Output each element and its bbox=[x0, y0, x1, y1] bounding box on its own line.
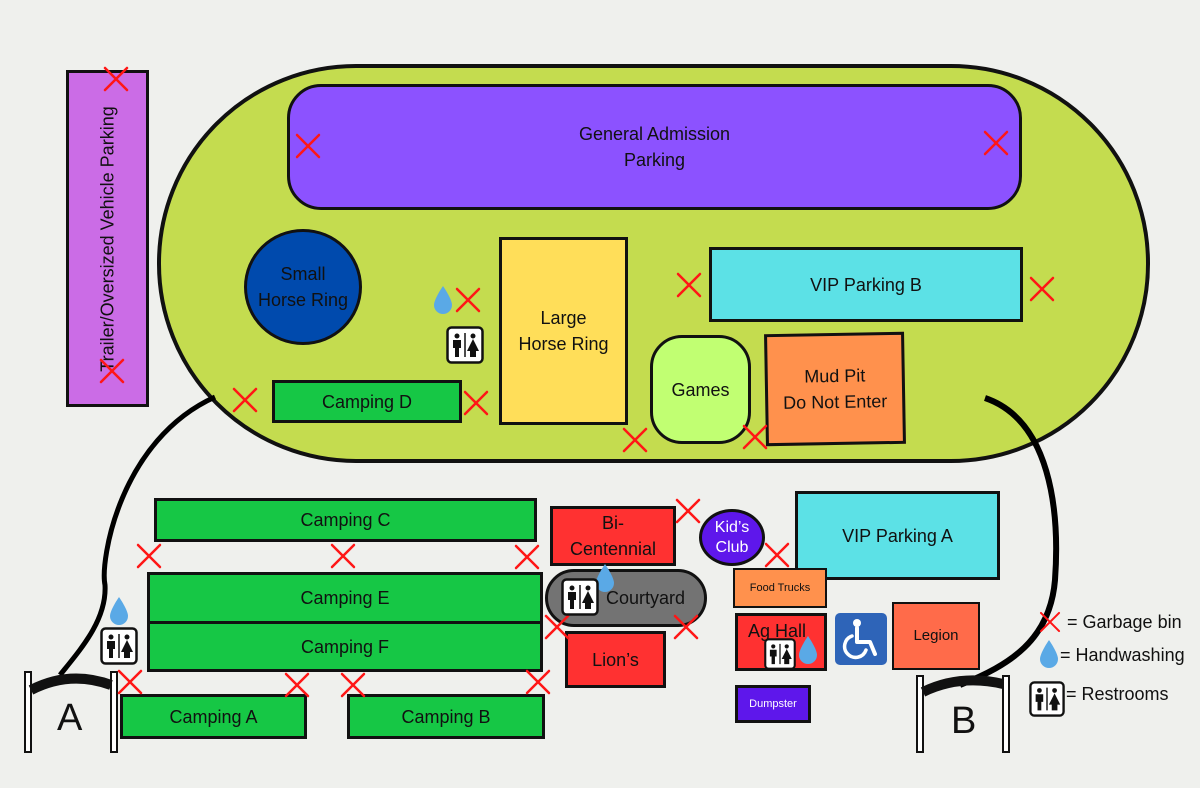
garbage-bin-icon bbox=[284, 672, 310, 698]
handwashing-icon bbox=[799, 636, 817, 664]
handwashing-icon bbox=[596, 564, 614, 592]
garbage-bin-icon bbox=[675, 498, 701, 524]
vip-parking-a: VIP Parking A bbox=[795, 491, 1000, 580]
legend-handwashing-label: = Handwashing bbox=[1060, 645, 1185, 665]
legion-building: Legion bbox=[892, 602, 980, 670]
camping-e-label: Camping E bbox=[300, 588, 390, 608]
camping-c-label: Camping C bbox=[300, 510, 391, 530]
path-to-gate-a bbox=[58, 394, 217, 677]
food-trucks-label: Food Trucks bbox=[749, 582, 811, 594]
garbage-bin-icon bbox=[676, 272, 702, 298]
lions-label: Lion’s bbox=[592, 649, 639, 670]
vip-parking-a-label: VIP Parking A bbox=[842, 525, 953, 546]
games-label: Games bbox=[671, 379, 730, 400]
camping-e: Camping E bbox=[147, 572, 543, 624]
small-horse-ring: Small Horse Ring bbox=[244, 229, 362, 345]
kids-club-label: Kid’s Club bbox=[714, 518, 750, 556]
restroom-icon bbox=[561, 578, 599, 616]
garbage-bin-icon bbox=[330, 543, 356, 569]
legend-garbage-label: = Garbage bin bbox=[1067, 612, 1182, 632]
camping-d: Camping D bbox=[272, 380, 462, 423]
camping-a-label: Camping A bbox=[169, 706, 258, 727]
legend-restrooms-label: = Restrooms bbox=[1066, 684, 1169, 704]
restroom-icon bbox=[446, 326, 484, 364]
garbage-bin-icon bbox=[103, 66, 129, 92]
vip-parking-b: VIP Parking B bbox=[709, 247, 1023, 322]
camping-f-label: Camping F bbox=[300, 636, 390, 657]
garbage-bin-icon bbox=[764, 542, 790, 568]
handwashing-icon bbox=[110, 597, 128, 625]
garbage-bin-icon bbox=[295, 133, 321, 159]
handwashing-icon bbox=[1040, 640, 1058, 668]
food-trucks: Food Trucks bbox=[733, 568, 827, 608]
courtyard-label: Courtyard bbox=[606, 588, 686, 608]
gate-b bbox=[916, 675, 1010, 753]
camping-c: Camping C bbox=[154, 498, 537, 542]
garbage-bin-icon bbox=[1039, 611, 1061, 633]
lions-building: Lion’s bbox=[565, 631, 666, 688]
garbage-bin-icon bbox=[136, 543, 162, 569]
mud-pit: Mud Pit Do Not Enter bbox=[764, 331, 906, 447]
garbage-bin-icon bbox=[1029, 276, 1055, 302]
restroom-icon bbox=[764, 638, 796, 670]
garbage-bin-icon bbox=[463, 390, 489, 416]
kids-club: Kid’s Club bbox=[699, 509, 765, 566]
garbage-bin-icon bbox=[117, 669, 143, 695]
garbage-bin-icon bbox=[544, 614, 570, 640]
legion-label: Legion bbox=[913, 627, 959, 644]
garbage-bin-icon bbox=[622, 427, 648, 453]
games-area: Games bbox=[650, 335, 751, 444]
trailer-parking-label: Trailer/Oversized Vehicle Parking bbox=[97, 105, 118, 372]
camping-f: Camping F bbox=[147, 621, 543, 672]
dumpster: Dumpster bbox=[735, 685, 811, 723]
garbage-bin-icon bbox=[525, 669, 551, 695]
garbage-bin-icon bbox=[742, 424, 768, 450]
bicentennial-building: Bi- Centennial bbox=[550, 506, 676, 566]
path-to-gate-b bbox=[958, 395, 1060, 688]
camping-a: Camping A bbox=[120, 694, 307, 739]
garbage-bin-icon bbox=[99, 358, 125, 384]
garbage-bin-icon bbox=[340, 672, 366, 698]
gate-b-label: B bbox=[951, 700, 977, 742]
general-admission-label: General Admission Parking bbox=[578, 124, 731, 170]
garbage-bin-icon bbox=[983, 130, 1009, 156]
restroom-icon bbox=[100, 627, 138, 665]
mud-pit-label: Mud Pit Do Not Enter bbox=[783, 365, 888, 413]
handwashing-icon bbox=[434, 286, 452, 314]
dumpster-label: Dumpster bbox=[749, 698, 797, 710]
garbage-bin-icon bbox=[455, 287, 481, 313]
trailer-parking-zone: Trailer/Oversized Vehicle Parking bbox=[66, 70, 149, 407]
camping-b-label: Camping B bbox=[401, 706, 491, 727]
large-horse-ring: Large Horse Ring bbox=[499, 237, 628, 425]
vip-parking-b-label: VIP Parking B bbox=[810, 274, 922, 295]
wheelchair-accessible-icon bbox=[835, 613, 887, 665]
large-horse-ring-label: Large Horse Ring bbox=[518, 308, 609, 354]
general-admission-parking: General Admission Parking bbox=[287, 84, 1022, 210]
garbage-bin-icon bbox=[514, 544, 540, 570]
small-horse-ring-label: Small Horse Ring bbox=[257, 264, 349, 310]
camping-b: Camping B bbox=[347, 694, 545, 739]
gate-a bbox=[24, 671, 118, 753]
ag-hall-label: Ag Hall bbox=[748, 621, 807, 641]
restroom-icon bbox=[1029, 681, 1065, 717]
garbage-bin-icon bbox=[232, 387, 258, 413]
bicentennial-label: Bi- Centennial bbox=[569, 513, 657, 559]
gate-a-label: A bbox=[57, 697, 83, 739]
garbage-bin-icon bbox=[673, 614, 699, 640]
camping-d-label: Camping D bbox=[321, 391, 413, 412]
